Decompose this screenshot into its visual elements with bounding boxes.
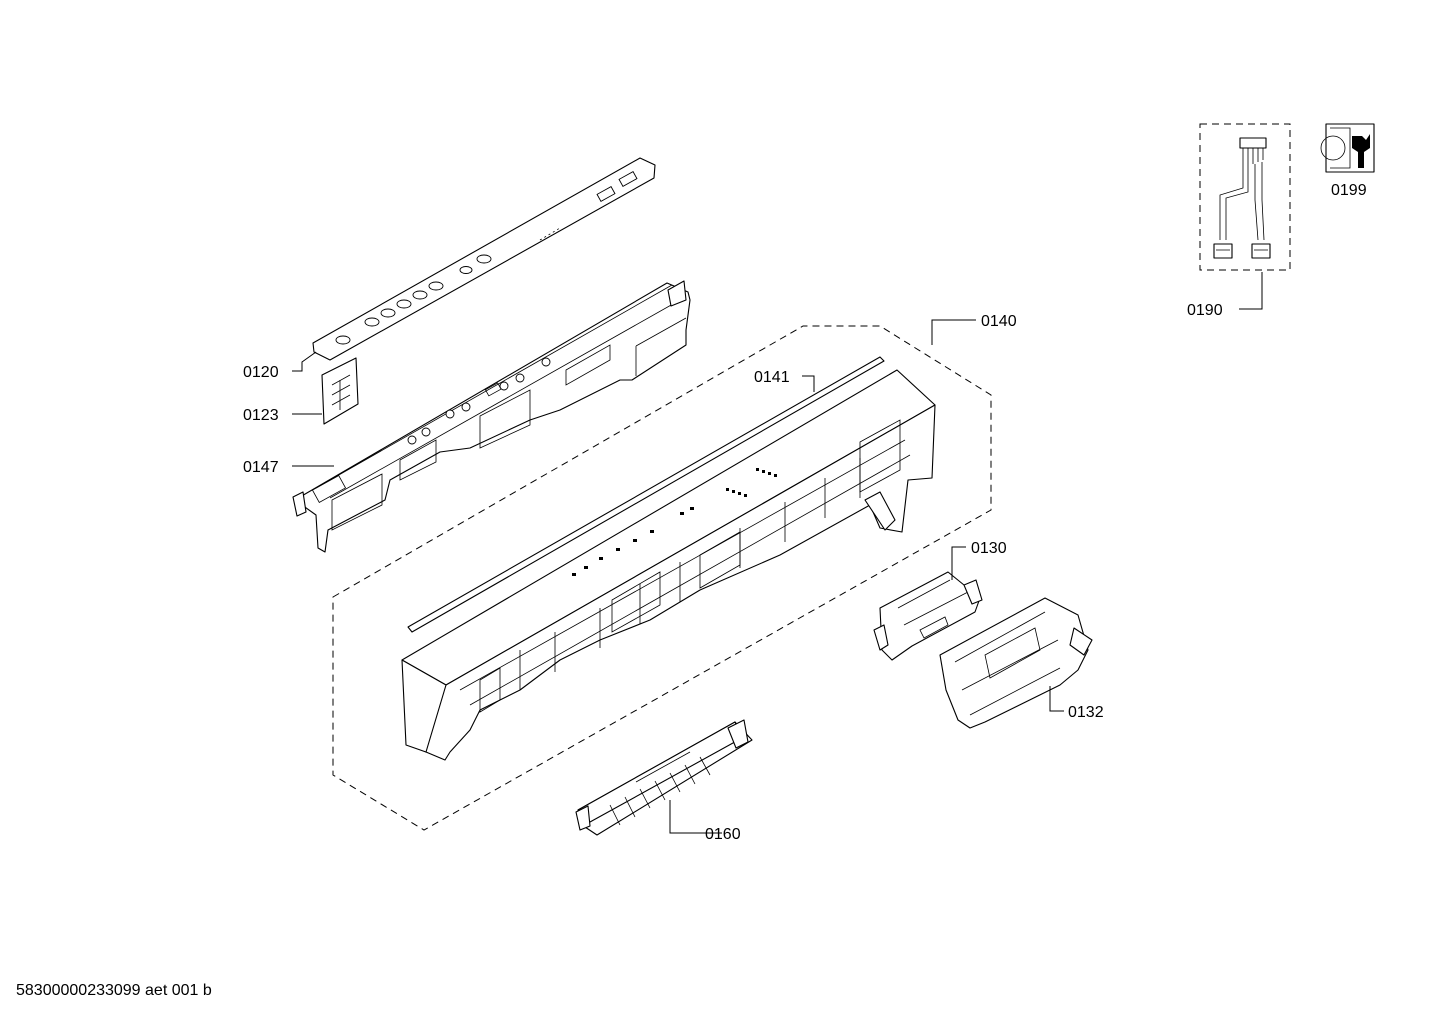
part-0120-foil-strip <box>312 157 656 361</box>
label-0160: 0160 <box>705 826 741 843</box>
part-0132-module-housing <box>939 597 1093 729</box>
part-number-labels: 0120 0123 0147 0140 0141 0130 0132 0160 … <box>243 182 1367 843</box>
label-0147: 0147 <box>243 459 279 476</box>
assembly-0140-boundary <box>332 325 992 831</box>
label-0190: 0190 <box>1187 302 1223 319</box>
part-0130-electronic-module <box>873 571 983 661</box>
harness-kit-boundary <box>1199 123 1291 271</box>
label-0130: 0130 <box>971 540 1007 557</box>
part-0140-front-panel <box>401 369 936 761</box>
part-0147-control-frame <box>292 280 691 553</box>
part-0190-cable-harness <box>1199 123 1291 271</box>
label-0199: 0199 <box>1331 182 1367 199</box>
label-0132: 0132 <box>1068 704 1104 721</box>
document-id: 58300000233099 aet 001 b <box>16 982 212 999</box>
part-0141-seal-rod <box>407 356 885 633</box>
part-0160-cover-bracket <box>575 719 753 836</box>
wrench-icon <box>1320 123 1375 173</box>
label-0140: 0140 <box>981 313 1017 330</box>
label-0123: 0123 <box>243 407 279 424</box>
leader-lines <box>292 272 1263 834</box>
part-0123-label-plate <box>321 357 359 425</box>
label-0120: 0120 <box>243 364 279 381</box>
label-0141: 0141 <box>754 369 790 386</box>
